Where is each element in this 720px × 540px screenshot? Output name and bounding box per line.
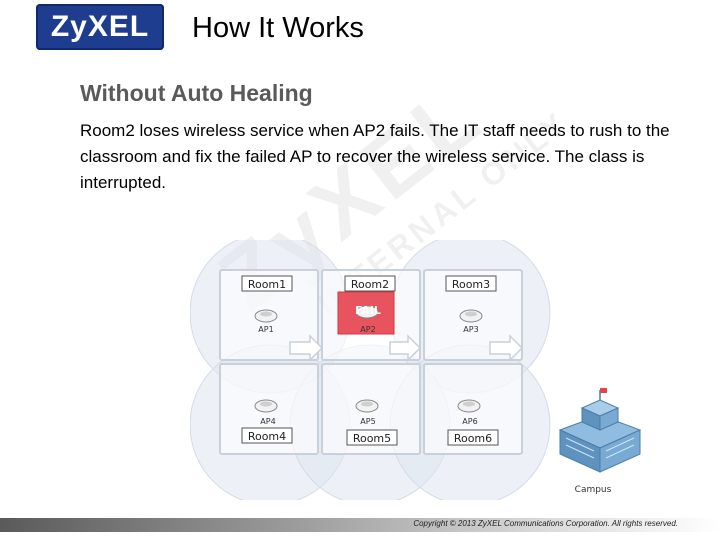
- room5-label-box: [346, 429, 398, 446]
- corridor-arrow-3: [489, 334, 524, 362]
- room3-label-box: [445, 275, 497, 292]
- footer-bar: [0, 518, 720, 532]
- ap4-label: AP4: [260, 417, 275, 426]
- ap5-device-icon: [355, 399, 379, 413]
- room4-label-box: [241, 427, 293, 444]
- page-title: How It Works: [192, 12, 364, 44]
- room2-label: Room2: [351, 278, 389, 291]
- room5-label: Room5: [353, 432, 391, 445]
- description-paragraph: Room2 loses wireless service when AP2 fa…: [80, 121, 670, 192]
- room6-label: Room6: [454, 432, 492, 445]
- room1-label: Room1: [248, 278, 286, 291]
- section-subtitle: Without Auto Healing: [80, 80, 313, 106]
- room2-label-box: [344, 275, 396, 292]
- ap1-label: AP1: [258, 325, 273, 334]
- room3-label: Room3: [452, 278, 490, 291]
- ap3-label: AP3: [463, 325, 478, 334]
- ap5-label: AP5: [360, 417, 375, 426]
- ap3-device-icon: [459, 309, 483, 323]
- room6-label-box: [447, 429, 499, 446]
- ap1-device-icon: [254, 309, 278, 323]
- logo-text: ZyXEL: [50, 10, 150, 43]
- fail-label: FAIL: [355, 304, 381, 317]
- ap6-label: AP6: [462, 417, 477, 426]
- network-diagram: Room1 Room2 Room3 AP1 FAIL AP2 AP3 AP: [189, 232, 710, 506]
- ap4-device-icon: [254, 399, 278, 413]
- corridor-arrow-1: [289, 334, 324, 362]
- copyright-text: Copyright © 2013 ZyXEL Communications Co…: [413, 519, 678, 528]
- room4-label: Room4: [248, 430, 286, 443]
- room1-label-box: [241, 275, 293, 292]
- ap6-device-icon: [457, 399, 481, 413]
- corridor-arrow-2: [389, 334, 422, 362]
- zyxel-logo: ZyXEL: [36, 4, 164, 50]
- diagram-svg: Room1 Room2 Room3 AP1 FAIL AP2 AP3 AP: [189, 232, 642, 506]
- campus-building-icon: [558, 388, 642, 473]
- ap2-failed-device: FAIL: [337, 291, 395, 335]
- ap2-label: AP2: [360, 325, 375, 334]
- campus-label: Campus: [575, 485, 612, 495]
